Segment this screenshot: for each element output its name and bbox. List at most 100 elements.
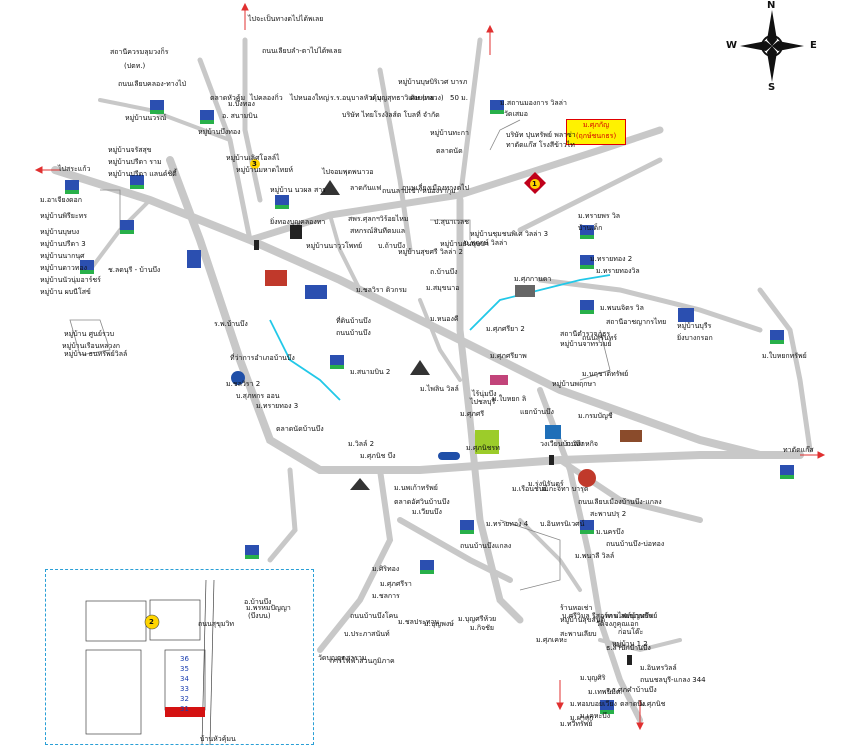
place-label: หมู่บ้านปรีดา ราม: [108, 158, 162, 166]
place-label: ถนนเลี่ยงเมืองทางตไป: [402, 184, 470, 192]
compass-n: N: [767, 0, 776, 11]
place-label: ตลาดอัศวินบ้านบึง: [394, 498, 450, 506]
place-label: ที่ดินบ้านบึง: [336, 317, 371, 325]
place-label: ม.ศุภนิชรท: [466, 444, 500, 452]
place-label: ม.ศุภนิช: [640, 700, 666, 708]
place-label: สถานีตำรวจภูธร: [560, 330, 611, 338]
place-label: สถานีอาชญากรไทย: [606, 318, 667, 326]
place-label: บ.ประภาสนันท์: [344, 630, 390, 638]
place-label: สพร.ศุลกฯวิร้อยไหม: [348, 215, 409, 223]
place-label: หมู่บ้าน ศูนย์รวบ: [64, 330, 115, 338]
place-label: ร.พ.บ้านบึง: [214, 320, 248, 328]
place-label: (ปตท.): [124, 62, 146, 70]
direction-arrows: [34, 2, 826, 731]
place-label: บ้านเด็ก: [578, 224, 603, 232]
place-label: ม.ชลประทาน: [398, 618, 440, 626]
place-label: หมู่บ้านปรีดา แลนด์ชิตี้: [108, 170, 177, 178]
place-label: วัดจงภูคุณเอก: [596, 620, 639, 628]
temple-icon: [350, 478, 370, 490]
place-label: 50 ม.: [450, 94, 468, 102]
place-label: ลานไฟท์บ้านบึง: [605, 612, 653, 620]
place-label: ทาตัดแก๊ส โรงสีข้าวไท: [506, 141, 575, 149]
marker-circle: [530, 179, 540, 189]
place-label: ม.เวียนบึง: [412, 508, 442, 516]
place-label: ถ.บ้านบึง: [430, 268, 458, 276]
place-label: บ.อินทรนิเวศน์: [540, 520, 585, 528]
house-icon: [580, 255, 594, 269]
place-label: หมู่บ้านบุรีร: [677, 322, 712, 330]
place-label: วัดบุญตุดสาราม: [318, 654, 367, 662]
place-label: หมู่บ้าน 1,2: [612, 640, 648, 648]
place-label: บ.ศรีวิมล รีสอร์ท: [562, 612, 613, 620]
place-label: ม.พรหมปัญญา: [246, 604, 291, 612]
place-label: ม.บุญศรีห้วย: [458, 615, 497, 623]
project-name: ม.ศุภกัญ: [582, 121, 610, 129]
marker-number: 1: [532, 180, 537, 188]
house-icon: [600, 700, 614, 714]
place-label: ม.นพเก้าทรัพย์: [394, 484, 438, 492]
place-label: ทาตัดแก๊ส: [783, 446, 814, 454]
place-label: ไปจะเป็นทางตไปได้พเลย: [248, 15, 324, 23]
place-label: บ้านหัวคุ้มน: [200, 735, 236, 743]
house-icon: [200, 110, 214, 124]
place-label: หมู่บ้านนัวนุ่มอาร์ชร์: [40, 276, 101, 284]
place-label: ม.ทวีทรัพย์: [560, 720, 593, 728]
place-label: หมู่บ้านจาทรวมย์: [560, 340, 612, 348]
office-icon: [305, 285, 327, 299]
place-label: ม.กรมบัญชี: [578, 412, 613, 420]
place-label: ถนนบ้านบึง: [336, 329, 371, 337]
village-icons: [65, 100, 794, 714]
place-label: หมู่บ้านบึงทอง: [198, 128, 241, 136]
place-label: ยิ่งบางกรอก: [677, 334, 713, 342]
place-label: แยกบ้านบึง: [520, 408, 554, 416]
place-label: ถนนสุรินทร์: [582, 334, 617, 342]
place-label: ไร้นุ่มบึง: [472, 390, 497, 398]
secondary-roads: [69, 119, 611, 591]
place-label: ถนนเลียบลำ-ตาไปได้พเลย: [262, 47, 342, 55]
place-label: ม.ทรายทอง 4: [486, 520, 529, 528]
place-label: หมู่บ้านสุขสันต์: [560, 616, 606, 624]
place-label: ตลาดบึง: [620, 700, 646, 708]
place-label: ป.สุนาเวลช: [434, 218, 470, 226]
place-label: ม.สนามบิน 2: [350, 368, 391, 376]
place-label: ม.บุญสุทธาวิเศษ (หลวง): [370, 94, 444, 102]
place-label: ม.เทพนิมิต: [588, 688, 621, 696]
shop-icon: [545, 425, 561, 439]
house-icon: [580, 225, 594, 239]
house-icon: [490, 100, 504, 114]
place-label: ม.เคหะบึง: [580, 712, 611, 720]
place-label: ม.ไพลิน วิลล์: [420, 385, 459, 393]
place-label: หมู่บ้านพิรียะทร: [40, 212, 87, 220]
gas-station-icon: [231, 371, 245, 385]
place-label: บริษัท ปุนทรัพย์ พลาซ่า: [506, 131, 576, 139]
waterway: [269, 274, 611, 401]
place-label: ร้านหอเช่า: [560, 604, 593, 612]
place-label: ม.พนนจิตร วิล: [600, 304, 644, 312]
place-label: ม.กะจิทา บารุต: [542, 485, 589, 493]
place-label: ที่ว่าการอำเภอบ้านบึง: [230, 354, 295, 362]
place-label: หมู่บ้านนากนุศ: [40, 252, 85, 260]
house-icon: [120, 220, 134, 234]
place-label: ม.ศุภกานดา: [514, 275, 552, 283]
inset-unit-number: 31: [180, 705, 189, 713]
compass-s: S: [768, 82, 776, 93]
place-label: ม.พนาลี วิลล์: [575, 552, 615, 560]
compass-e: E: [810, 40, 817, 51]
place-label: บ.สุภหกร ออน: [236, 392, 280, 400]
place-label: ม.สมบุญทรัพย์: [614, 612, 658, 620]
place-label: หมู่บ้านบุษบิริเวศ บารภ: [398, 78, 468, 86]
place-label: บ.ถ้าบบึง: [378, 242, 406, 250]
place-label: วัดเสมอ: [504, 110, 528, 118]
place-label: ช.ลดนุรี - บ้านบึง: [108, 266, 161, 274]
place-label: บริษัท ไทยโรงงิลส์ต โบลที่ จำกัด: [342, 111, 440, 119]
inset-unit-number: 32: [180, 695, 189, 703]
place-label: ม.ทรายทอง 2: [590, 255, 633, 263]
factory-icon: [290, 225, 302, 239]
place-label: ม.ทรายทอง 3: [256, 402, 299, 410]
place-label: ถนนชลบุรี-แกลง 344: [640, 676, 706, 684]
temple-icon: [515, 285, 535, 297]
place-label: ไปคลองกิ่ว: [250, 94, 283, 102]
place-label: ม.บึงทอง: [228, 100, 255, 108]
place-label: ม.นฤชาติทรัพย์: [582, 370, 629, 378]
